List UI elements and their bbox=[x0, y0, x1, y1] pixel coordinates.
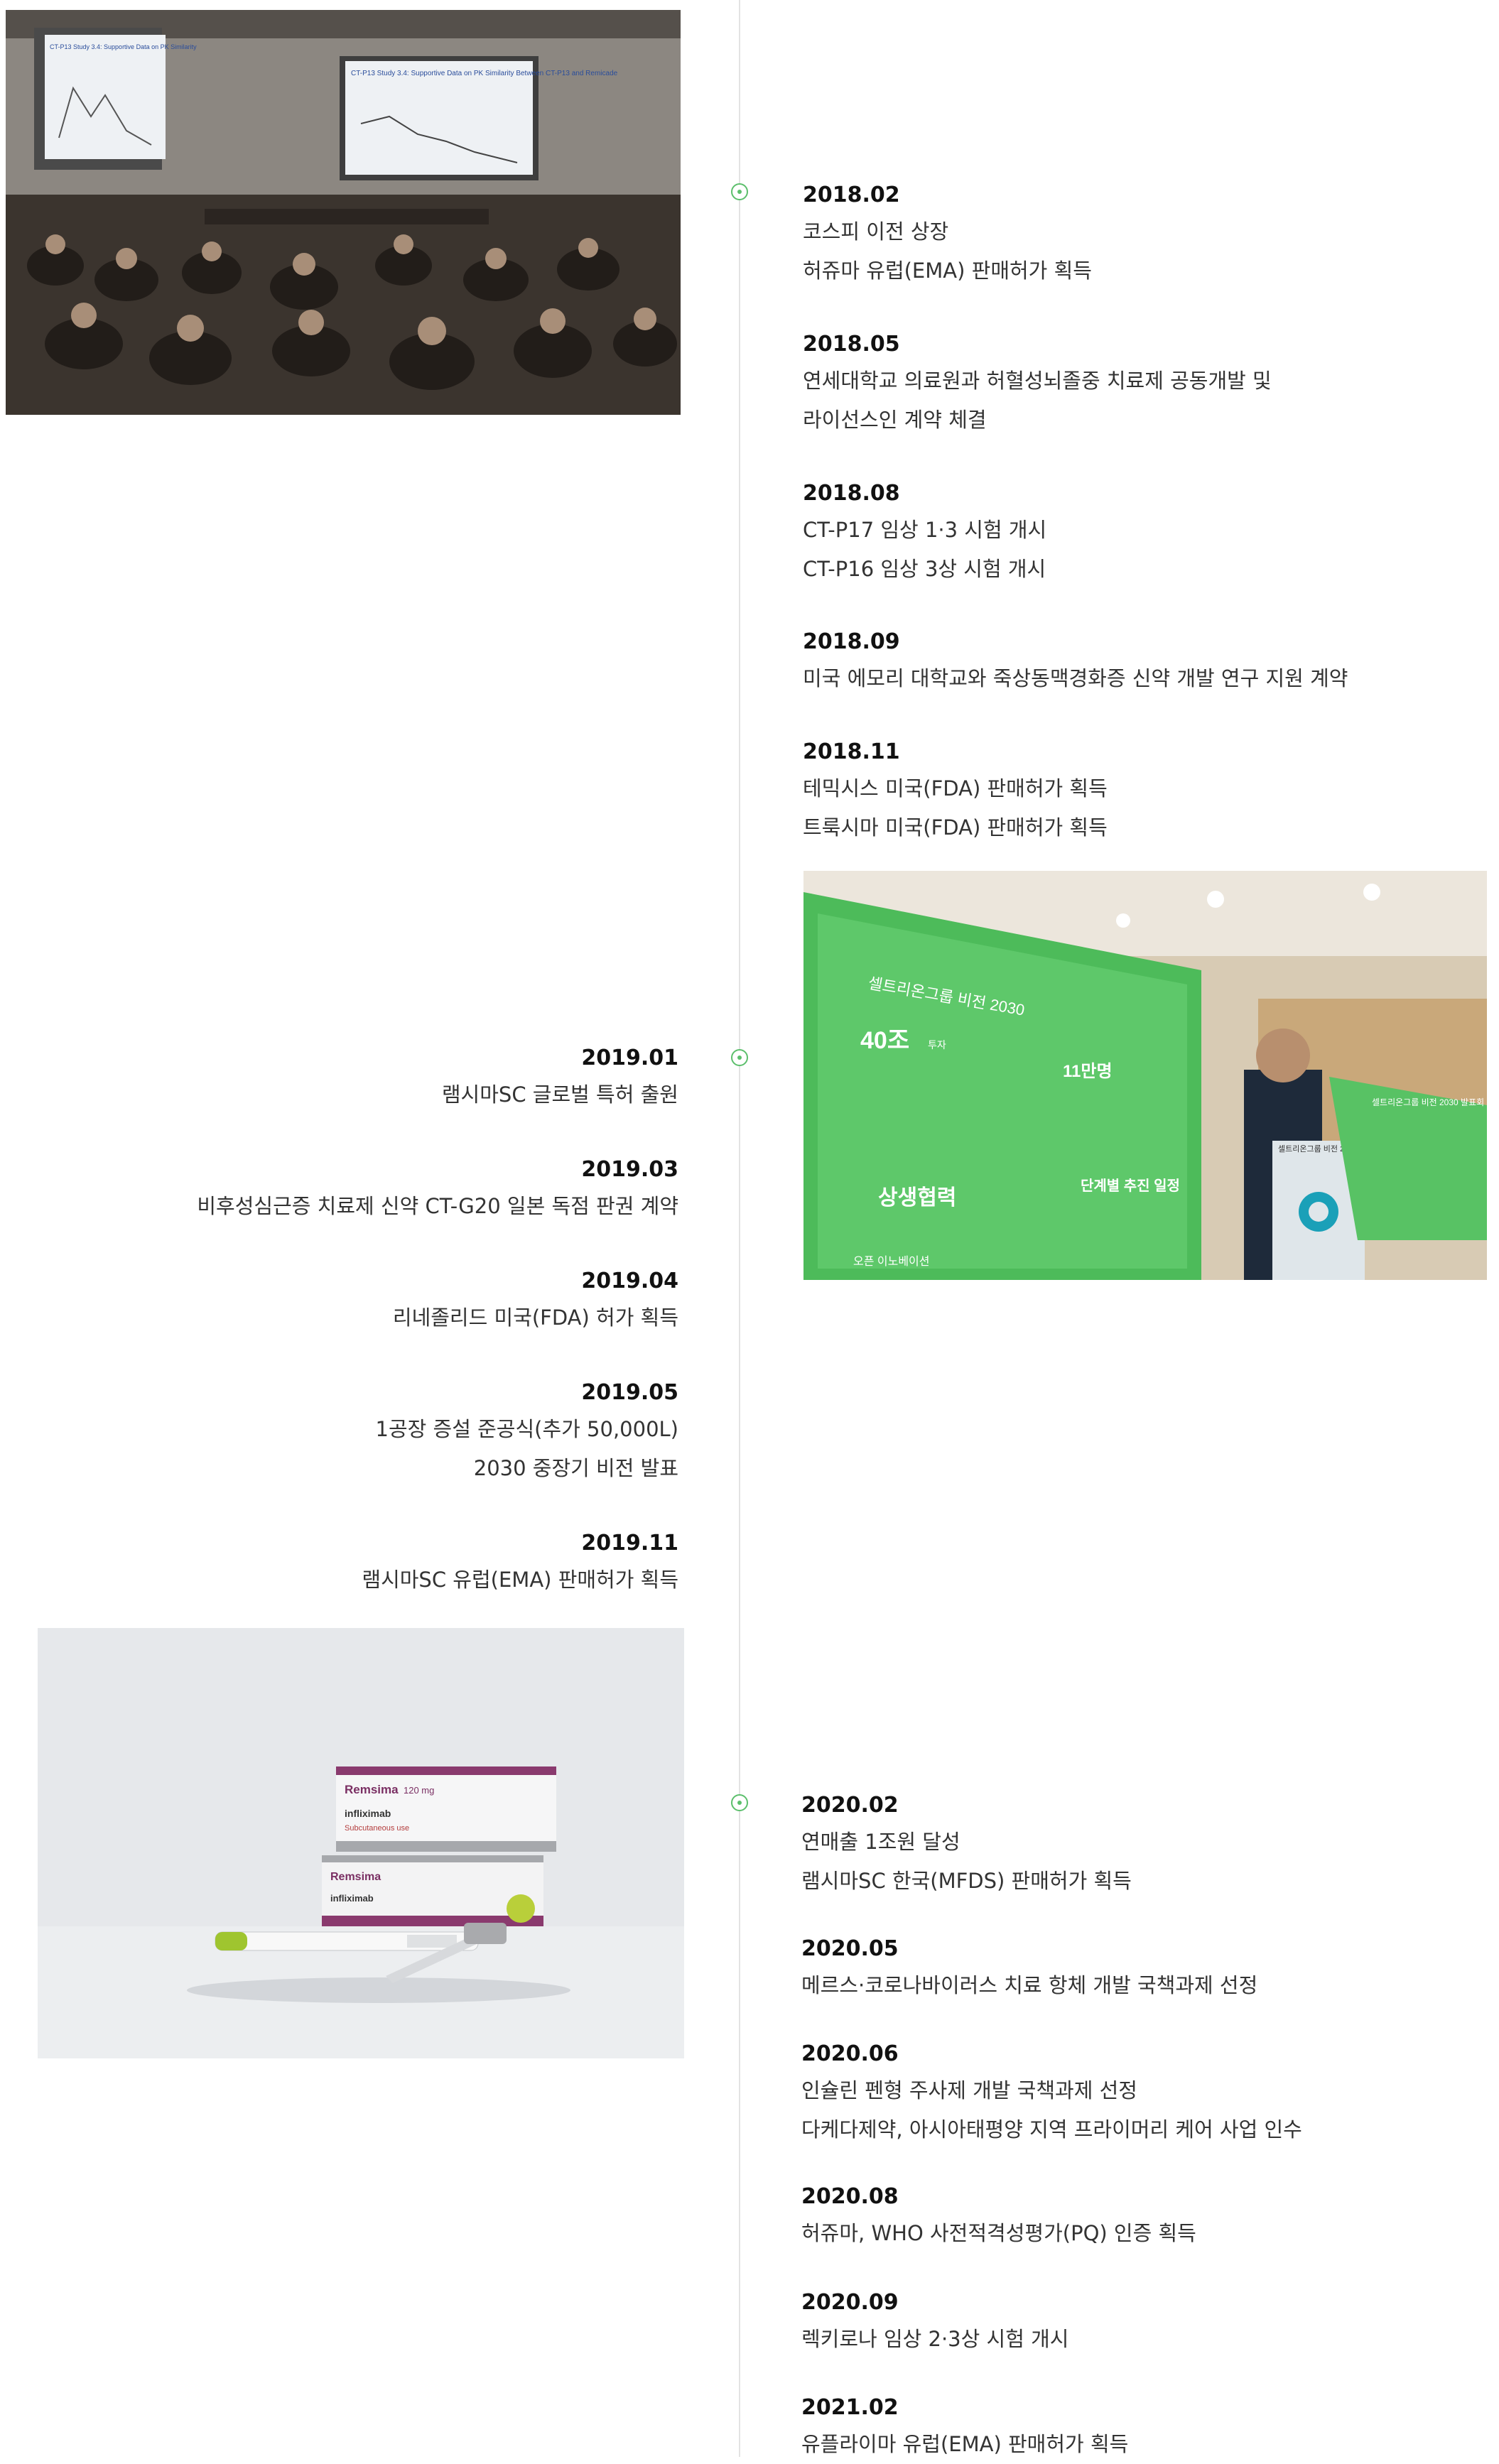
entry-line: 다케다제약, 아시아태평양 지역 프라이머리 케어 사업 인수 bbox=[801, 2117, 1302, 2142]
entry-line: 2030 중장기 비전 발표 bbox=[473, 1456, 678, 1480]
conference-illustration: CT-P13 Study 3.4: Supportive Data on PK … bbox=[6, 10, 681, 415]
box-brand: Remsima bbox=[345, 1783, 399, 1796]
screen-right-text: CT-P13 Study 3.4: Supportive Data on PK … bbox=[351, 70, 618, 77]
entry-line: 비후성심근증 치료제 신약 CT-G20 일본 독점 판권 계약 bbox=[197, 1194, 678, 1218]
history-entry: 2018.05 연세대학교 의료원과 허혈성뇌졸중 치료제 공동개발 및 라이선… bbox=[803, 330, 1442, 440]
entry-date: 2020.06 bbox=[801, 2041, 899, 2066]
entry-date: 2019.01 bbox=[581, 1046, 678, 1070]
entry-line: 램시마SC 유럽(EMA) 판매허가 획득 bbox=[362, 1568, 678, 1592]
history-entry: 2020.09 렉키로나 임상 2·3상 시험 개시 bbox=[801, 2289, 1441, 2359]
entry-line: 라이선스인 계약 체결 bbox=[803, 408, 987, 432]
screen-left-text: CT-P13 Study 3.4: Supportive Data on PK … bbox=[50, 43, 197, 50]
vision-2030-photo: 셀트리온그룹 비전 2030 40조 투자 11만명 상생협력 단계별 추진 일… bbox=[803, 871, 1487, 1280]
entry-line: 연매출 1조원 달성 bbox=[801, 1830, 960, 1854]
history-entry: 2018.02 코스피 이전 상장 허쥬마 유럽(EMA) 판매허가 획득 bbox=[803, 181, 1442, 291]
entry-date: 2020.05 bbox=[801, 1936, 899, 1961]
board-section-2: 단계별 추진 일정 bbox=[1081, 1178, 1180, 1194]
svg-text:infliximab: infliximab bbox=[330, 1893, 374, 1904]
history-entry: 2018.11 테믹시스 미국(FDA) 판매허가 획득 트룩시마 미국(FDA… bbox=[803, 738, 1442, 847]
history-entry: 2020.06 인슐린 펜형 주사제 개발 국책과제 선정 다케다제약, 아시아… bbox=[801, 2040, 1441, 2149]
right-board-title: 셀트리온그룹 비전 2030 발표회 bbox=[1372, 1097, 1484, 1107]
box-route: Subcutaneous use bbox=[345, 1824, 409, 1833]
entry-line: 메르스·코로나바이러스 치료 항체 개발 국책과제 선정 bbox=[801, 1973, 1258, 1997]
board-stat-2: 11만명 bbox=[1063, 1062, 1113, 1081]
history-entry: 2018.08 CT-P17 임상 1·3 시험 개시 CT-P16 임상 3상… bbox=[803, 479, 1442, 589]
entry-line: 허쥬마, WHO 사전적격성평가(PQ) 인증 획득 bbox=[801, 2221, 1196, 2245]
timeline-dot-2018 bbox=[731, 183, 748, 200]
box-dose: 120 mg bbox=[404, 1785, 434, 1796]
entry-line: 미국 에모리 대학교와 죽상동맥경화증 신약 개발 연구 지원 계약 bbox=[803, 666, 1348, 690]
history-entry: 2019.05 1공장 증설 준공식(추가 50,000L) 2030 중장기 … bbox=[39, 1379, 678, 1488]
entry-line: 허쥬마 유럽(EMA) 판매허가 획득 bbox=[803, 259, 1092, 283]
timeline-line bbox=[739, 0, 740, 2457]
remsima-product-photo: Remsima 120 mg infliximab Subcutaneous u… bbox=[38, 1628, 684, 2058]
product-illustration: Remsima 120 mg infliximab Subcutaneous u… bbox=[38, 1628, 684, 2058]
entry-line: 램시마SC 글로벌 특허 출원 bbox=[441, 1082, 678, 1107]
entry-line: 유플라이마 유럽(EMA) 판매허가 획득 bbox=[801, 2432, 1129, 2456]
history-entry: 2020.05 메르스·코로나바이러스 치료 항체 개발 국책과제 선정 bbox=[801, 1935, 1441, 2005]
entry-date: 2019.05 bbox=[581, 1380, 678, 1405]
entry-line: 리네졸리드 미국(FDA) 허가 획득 bbox=[392, 1306, 678, 1330]
entry-date: 2019.04 bbox=[581, 1269, 678, 1293]
entry-date: 2018.09 bbox=[803, 629, 900, 654]
entry-line: 렉키로나 임상 2·3상 시험 개시 bbox=[801, 2327, 1069, 2351]
entry-line: 테믹시스 미국(FDA) 판매허가 획득 bbox=[803, 776, 1108, 800]
entry-date: 2020.09 bbox=[801, 2290, 899, 2315]
history-entry: 2019.01 램시마SC 글로벌 특허 출원 bbox=[39, 1044, 678, 1114]
entry-date: 2019.11 bbox=[581, 1531, 678, 1556]
entry-line: 트룩시마 미국(FDA) 판매허가 획득 bbox=[803, 815, 1108, 840]
entry-line: 코스피 이전 상장 bbox=[803, 219, 949, 244]
timeline-dot-2020 bbox=[731, 1794, 748, 1811]
timeline-dot-2019 bbox=[731, 1049, 748, 1066]
entry-date: 2020.02 bbox=[801, 1793, 899, 1818]
history-entry: 2020.02 연매출 1조원 달성 램시마SC 한국(MFDS) 판매허가 획… bbox=[801, 1791, 1441, 1901]
svg-text:Remsima: Remsima bbox=[330, 1871, 381, 1883]
conference-photo: CT-P13 Study 3.4: Supportive Data on PK … bbox=[6, 10, 681, 415]
vision-announcement-illustration: 셀트리온그룹 비전 2030 40조 투자 11만명 상생협력 단계별 추진 일… bbox=[803, 871, 1487, 1280]
entry-date: 2018.02 bbox=[803, 183, 900, 207]
entry-line: 인슐린 펜형 주사제 개발 국책과제 선정 bbox=[801, 2078, 1137, 2102]
board-section-3: 오픈 이노베이션 bbox=[853, 1255, 930, 1268]
history-entry: 2019.03 비후성심근증 치료제 신약 CT-G20 일본 독점 판권 계약 bbox=[39, 1156, 678, 1226]
history-entry: 2018.09 미국 에모리 대학교와 죽상동맥경화증 신약 개발 연구 지원 … bbox=[803, 628, 1442, 698]
entry-line: 1공장 증설 준공식(추가 50,000L) bbox=[375, 1417, 678, 1441]
board-section-1: 상생협력 bbox=[878, 1186, 956, 1210]
entry-date: 2018.05 bbox=[803, 332, 900, 357]
history-entry: 2019.04 리네졸리드 미국(FDA) 허가 획득 bbox=[39, 1267, 678, 1337]
history-entry: 2021.02 유플라이마 유럽(EMA) 판매허가 획득 bbox=[801, 2394, 1441, 2464]
history-entry: 2019.11 램시마SC 유럽(EMA) 판매허가 획득 bbox=[39, 1529, 678, 1600]
entry-line: 램시마SC 한국(MFDS) 판매허가 획득 bbox=[801, 1869, 1132, 1893]
box-generic: infliximab bbox=[345, 1808, 391, 1819]
entry-date: 2019.03 bbox=[581, 1157, 678, 1182]
entry-date: 2021.02 bbox=[801, 2395, 899, 2420]
board-stat-1-suffix: 투자 bbox=[928, 1039, 946, 1051]
entry-date: 2020.08 bbox=[801, 2184, 899, 2209]
board-stat-1: 40조 bbox=[860, 1027, 909, 1054]
entry-line: CT-P17 임상 1·3 시험 개시 bbox=[803, 518, 1047, 542]
history-entry: 2020.08 허쥬마, WHO 사전적격성평가(PQ) 인증 획득 bbox=[801, 2183, 1441, 2253]
entry-date: 2018.11 bbox=[803, 739, 900, 764]
entry-line: 연세대학교 의료원과 허혈성뇌졸중 치료제 공동개발 및 bbox=[803, 369, 1272, 393]
entry-date: 2018.08 bbox=[803, 481, 900, 506]
entry-line: CT-P16 임상 3상 시험 개시 bbox=[803, 557, 1046, 581]
